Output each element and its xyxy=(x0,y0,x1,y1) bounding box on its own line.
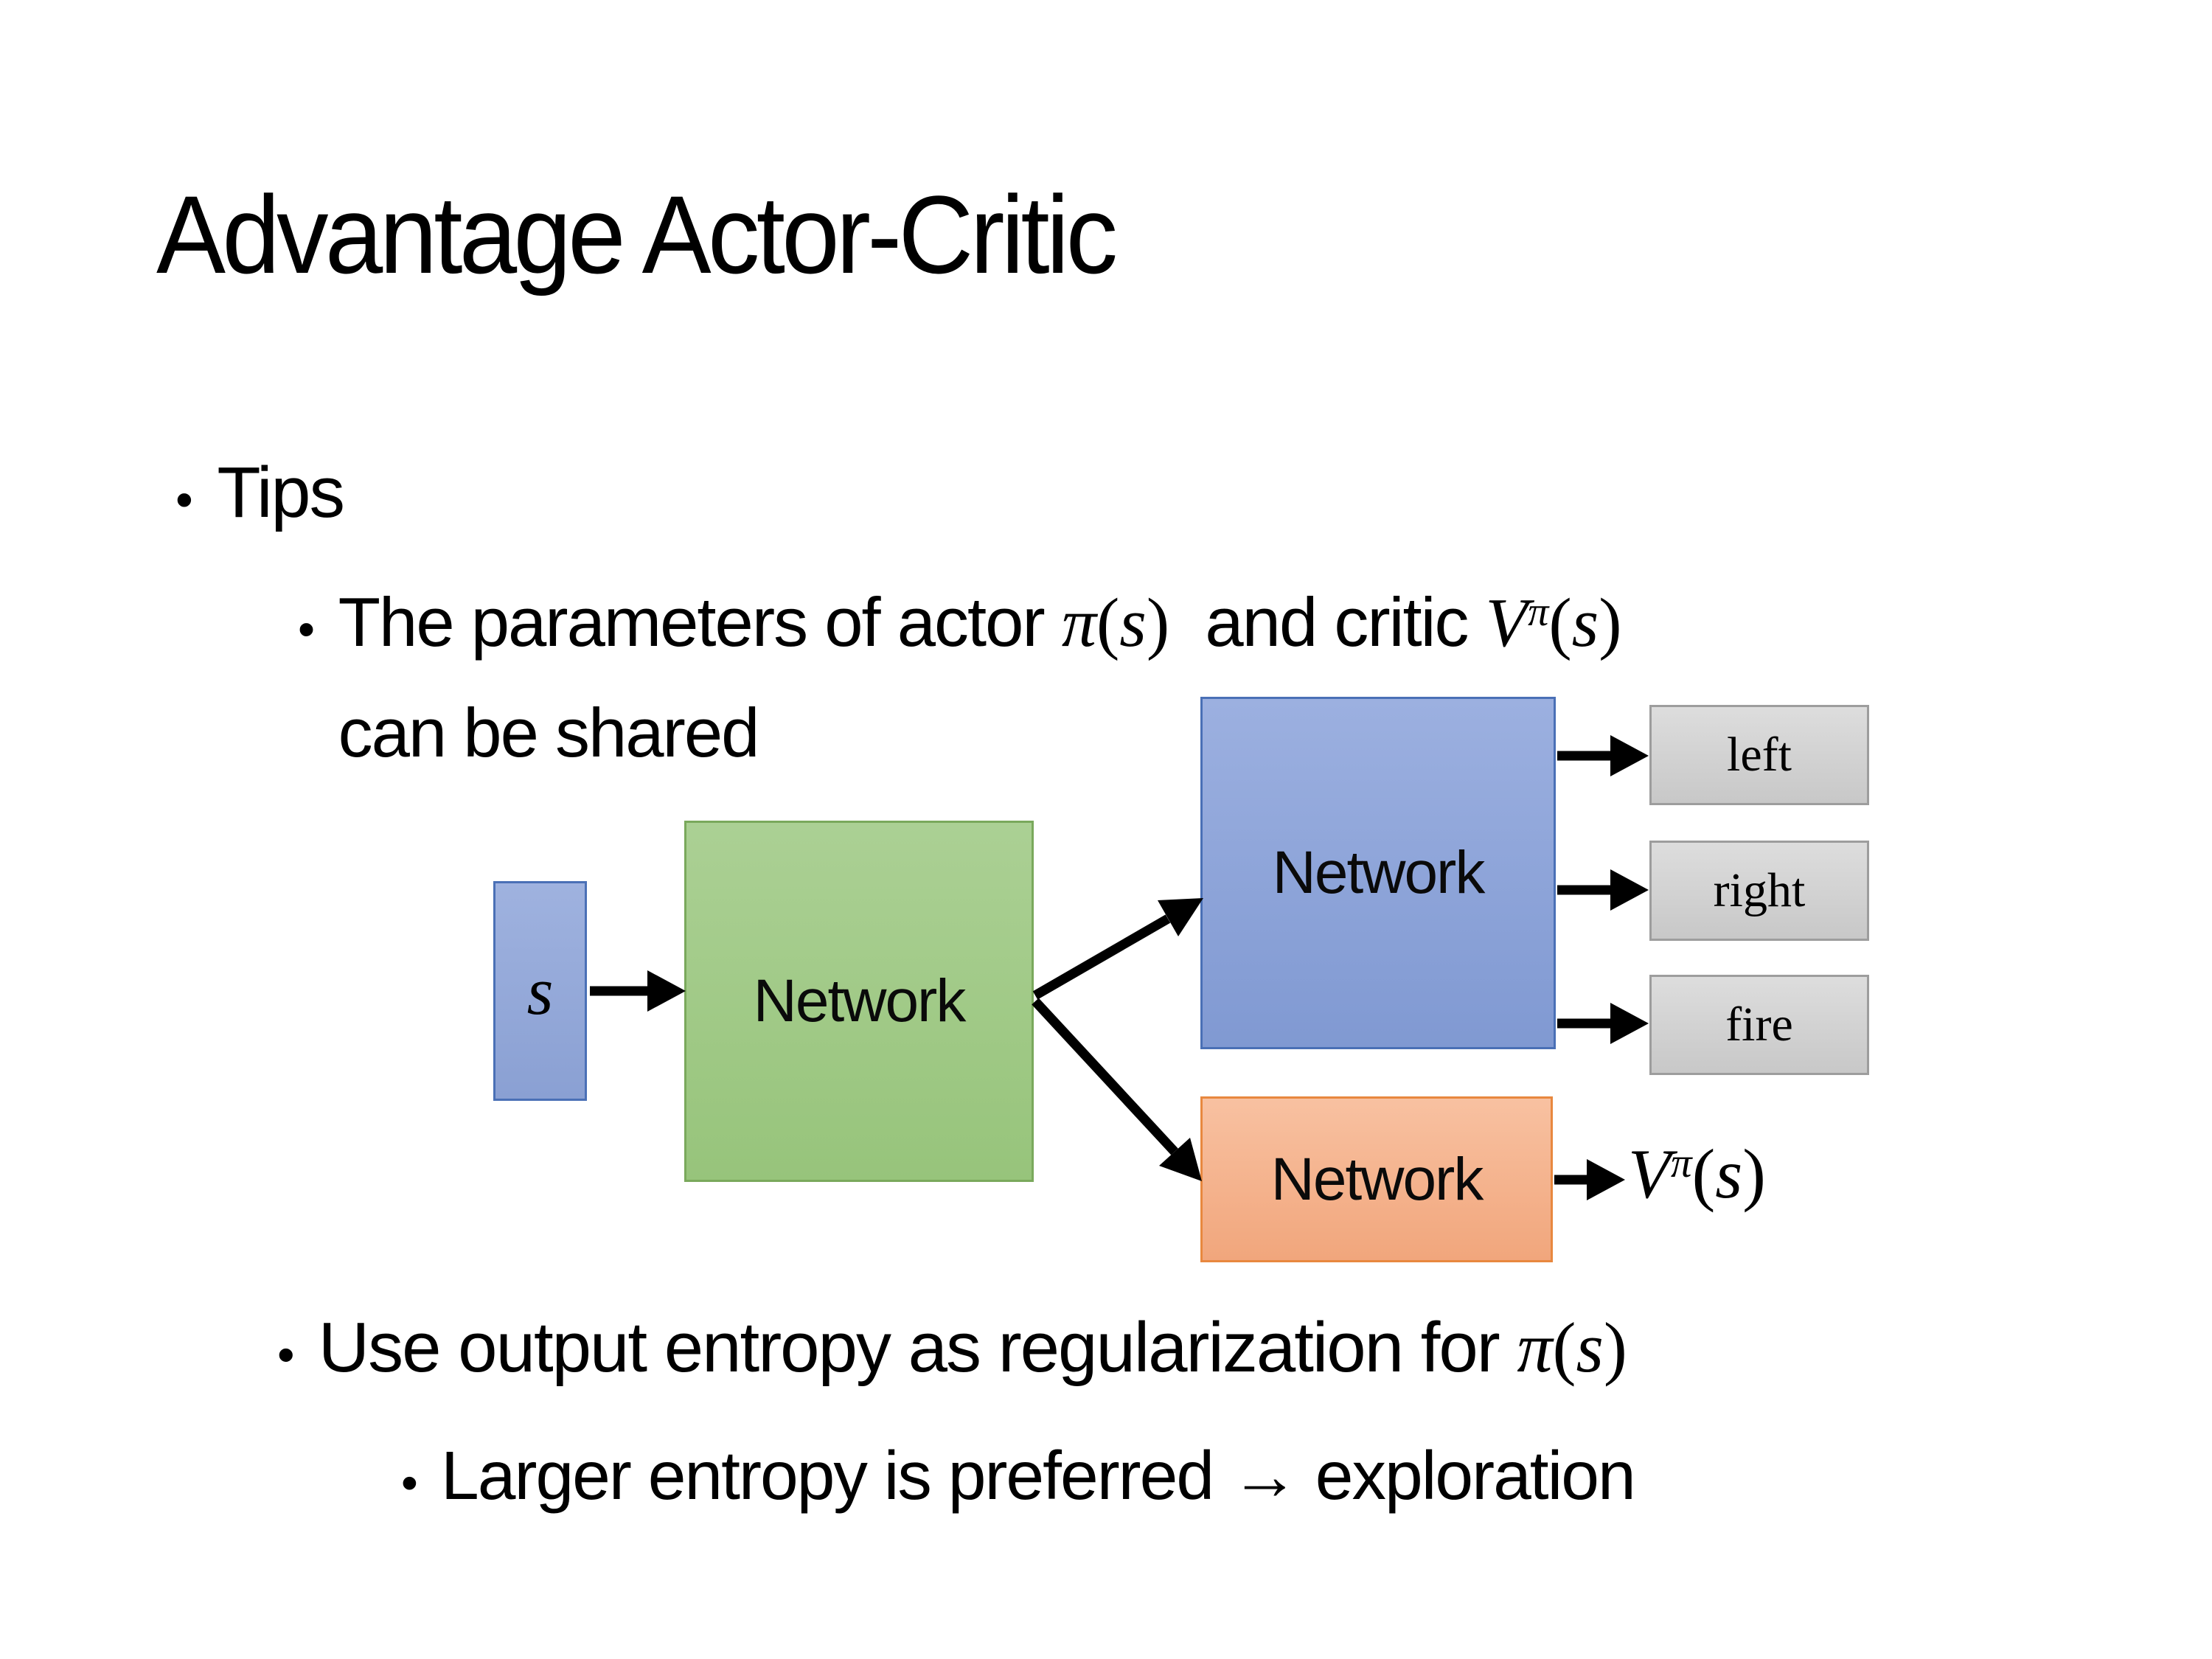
bullet-dot: • xyxy=(175,473,193,528)
slide-title: Advantage Actor-Critic xyxy=(156,173,1118,296)
action-box-left: left xyxy=(1649,705,1869,805)
bullet-line-1: The parameters of actor π(s) and critic … xyxy=(338,568,1622,678)
bullet-larger-entropy: • Larger entropy is preferred → explorat… xyxy=(401,1436,1636,1515)
math-rparen: ) xyxy=(1599,585,1622,661)
shared-network-label: Network xyxy=(753,967,967,1034)
bullet-line-2: can be shared xyxy=(338,693,760,771)
arrow-state-to-shared xyxy=(590,970,686,1012)
bullet-parameters-shared: • The parameters of actor π(s) and criti… xyxy=(298,568,1622,787)
bullet-entropy-text: Use output entropy as regularization for… xyxy=(319,1307,1627,1388)
math-pi: π xyxy=(1061,585,1096,661)
math-rparen: ) xyxy=(1742,1135,1766,1213)
math-s: s xyxy=(1571,585,1599,661)
state-input-box: s xyxy=(493,881,587,1101)
action-label-right: right xyxy=(1713,863,1806,917)
arrow-actor-to-fire xyxy=(1557,1003,1649,1044)
bullet-parameters-shared-text: The parameters of actor π(s) and critic … xyxy=(338,568,1622,787)
text-run: Use output entropy as regularization for xyxy=(318,1308,1517,1387)
math-v: V xyxy=(1485,585,1528,661)
arrow-shared-to-critic xyxy=(1032,998,1202,1181)
bullet-larger-entropy-text: Larger entropy is preferred → exploratio… xyxy=(441,1437,1636,1514)
action-label-fire: fire xyxy=(1725,998,1793,1051)
actor-network-box: Network xyxy=(1200,697,1556,1049)
math-s: s xyxy=(1715,1135,1743,1213)
critic-network-box: Network xyxy=(1200,1096,1553,1262)
math-lparen: ( xyxy=(1691,1135,1716,1213)
action-box-right: right xyxy=(1649,841,1869,941)
math-pi-superscript: π xyxy=(1528,588,1549,635)
bullet-dot: • xyxy=(298,602,316,656)
critic-network-label: Network xyxy=(1270,1145,1484,1213)
bullet-entropy-regularization: • Use output entropy as regularization f… xyxy=(277,1307,1627,1388)
math-s: s xyxy=(1576,1308,1604,1387)
math-rparen: ) xyxy=(1603,1308,1627,1387)
math-pi-superscript: π xyxy=(1671,1139,1692,1186)
action-label-left: left xyxy=(1727,728,1792,782)
text-run: and critic xyxy=(1169,583,1486,661)
state-input-label: s xyxy=(526,953,554,1029)
action-box-fire: fire xyxy=(1649,975,1869,1075)
shared-network-box: Network xyxy=(684,821,1034,1182)
bullet-dot: • xyxy=(401,1455,418,1509)
arrow-shared-to-actor xyxy=(1032,898,1203,1000)
bullet-dot: • xyxy=(277,1327,295,1382)
actor-network-label: Network xyxy=(1272,839,1486,906)
arrow-critic-to-value xyxy=(1554,1159,1625,1200)
math-lparen: ( xyxy=(1548,585,1572,661)
math-s: s xyxy=(1119,585,1147,661)
math-rparen: ) xyxy=(1146,585,1170,661)
text-run: The parameters of actor xyxy=(338,583,1062,661)
bullet-tips: • Tips xyxy=(175,451,345,534)
arrow-actor-to-right xyxy=(1557,869,1649,911)
math-lparen: ( xyxy=(1096,585,1120,661)
math-pi: π xyxy=(1517,1308,1553,1387)
math-v: V xyxy=(1628,1135,1672,1213)
bullet-tips-text: Tips xyxy=(217,452,345,532)
math-lparen: ( xyxy=(1552,1308,1576,1387)
